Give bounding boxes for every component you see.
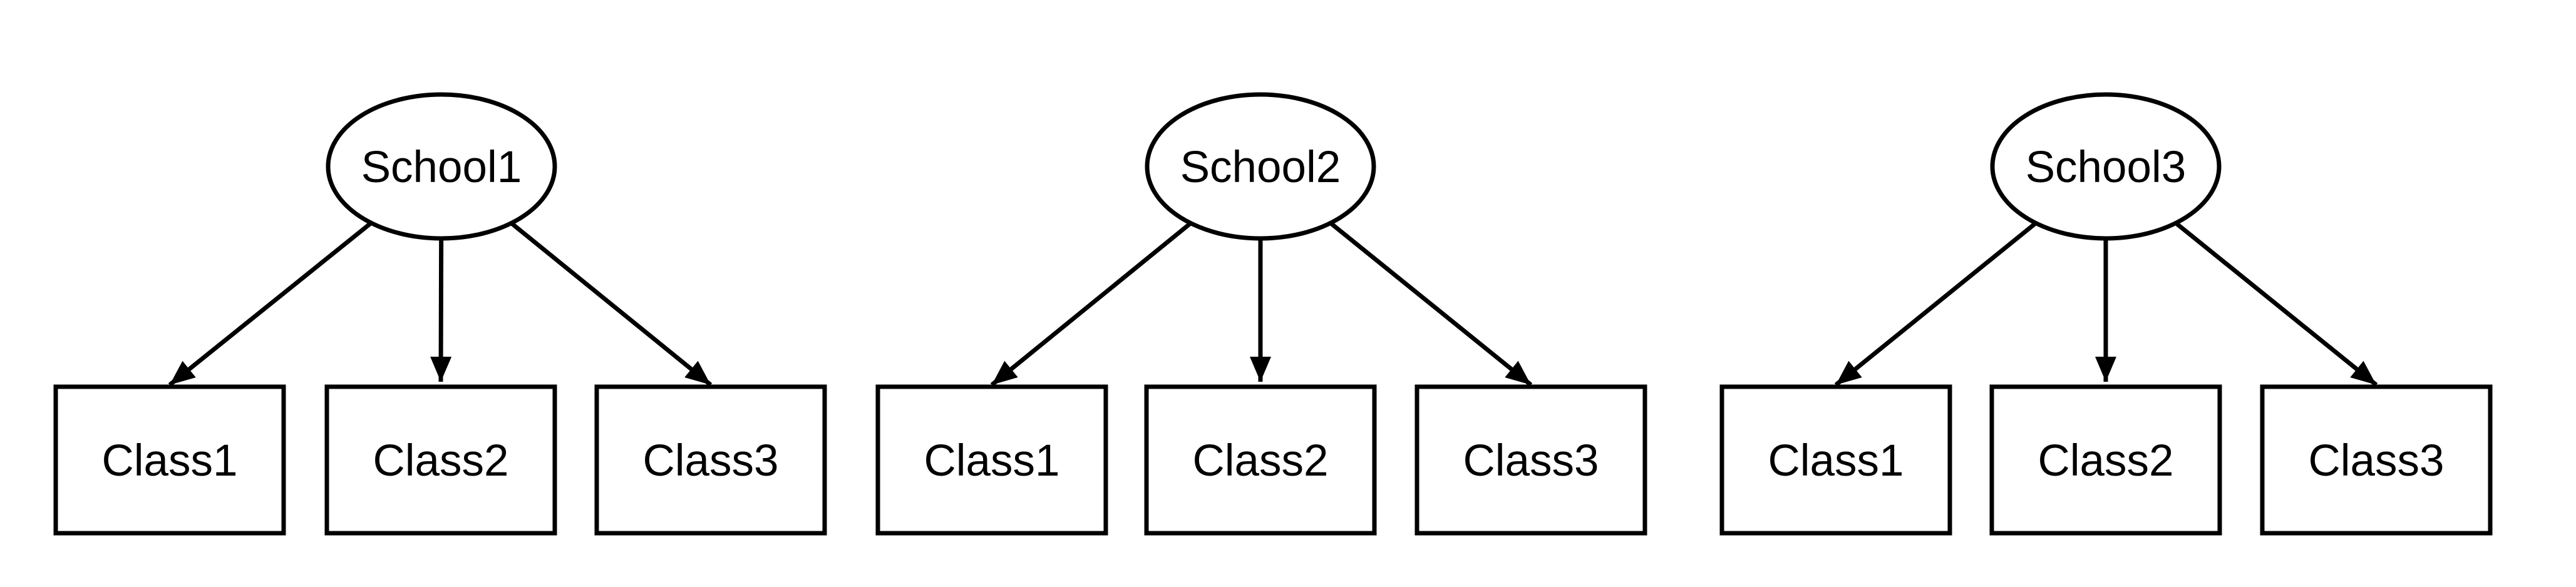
class-node-label: Class3	[1463, 436, 1599, 486]
school-node	[1145, 92, 1376, 241]
class-node	[2260, 384, 2493, 536]
class-node	[1144, 384, 1377, 536]
class-node	[1414, 384, 1647, 536]
class-node	[594, 384, 827, 536]
class-node	[324, 384, 557, 536]
class-node-label: Class1	[924, 436, 1059, 486]
class-node-label: Class2	[1192, 436, 1328, 486]
class-node-label: Class3	[2308, 436, 2444, 486]
class-node	[1989, 384, 2222, 536]
school-node	[1990, 92, 2222, 241]
class-node-label: Class3	[642, 436, 778, 486]
school-node-label: School3	[2026, 143, 2187, 192]
school-node-label: School1	[361, 143, 522, 192]
class-node	[1719, 384, 1952, 536]
class-node	[53, 384, 286, 536]
class-node-label: Class2	[2038, 436, 2173, 486]
class-node	[875, 384, 1108, 536]
school-node-label: School2	[1180, 143, 1341, 192]
class-node-label: Class2	[373, 436, 508, 486]
class-node-label: Class1	[1768, 436, 1904, 486]
school-node	[326, 92, 557, 241]
class-node-label: Class1	[101, 436, 237, 486]
